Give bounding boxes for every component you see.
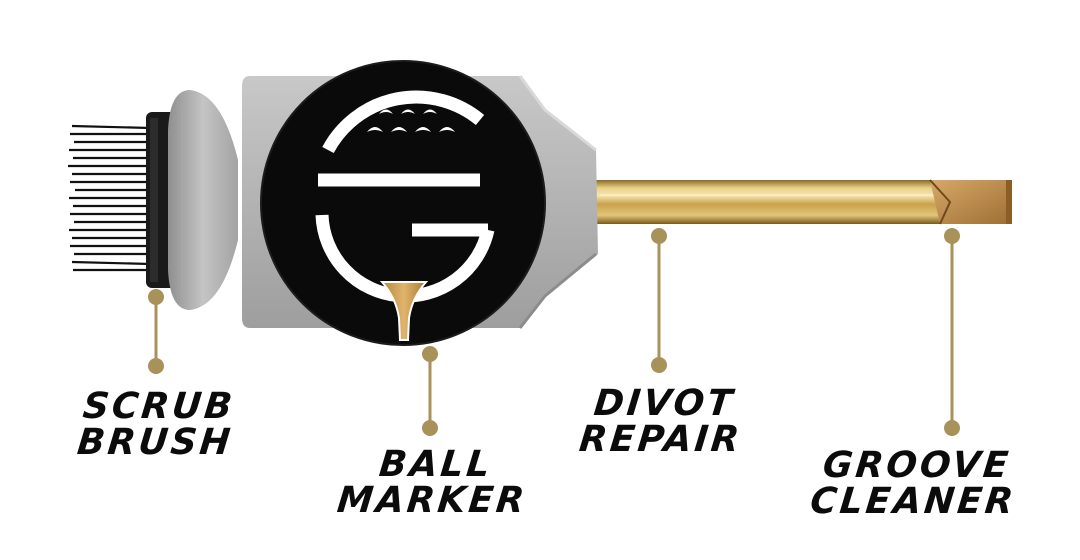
label-groove-cleaner-line2: CLEANER — [808, 481, 1018, 522]
tee-icon — [379, 281, 429, 341]
label-ball-marker-line1: BALL — [377, 444, 495, 485]
callout-groove-cleaner — [944, 228, 960, 436]
scrub-brush-bristles — [68, 124, 151, 272]
label-divot-repair-line2: REPAIR — [577, 419, 745, 460]
label-scrub-brush-line1: SCRUB — [80, 386, 237, 427]
label-scrub-brush-line2: BRUSH — [75, 422, 236, 463]
brush-knob — [168, 90, 238, 310]
groove-cleaner-tip — [929, 179, 1012, 225]
label-ball-marker-line2: MARKER — [335, 480, 530, 521]
label-groove-cleaner-line1: GROOVE — [820, 445, 1013, 486]
divot-repair-rod — [590, 180, 995, 224]
label-divot-repair-line1: DIVOT — [591, 383, 737, 424]
callout-scrub-brush — [148, 289, 164, 374]
label-scrub-brush: SCRUB BRUSH — [48, 386, 266, 463]
callout-ball-marker — [422, 346, 438, 436]
callout-divot-repair — [651, 228, 667, 373]
label-divot-repair: DIVOT REPAIR — [556, 383, 769, 460]
label-groove-cleaner: GROOVE CLEANER — [792, 445, 1038, 522]
golf-ball-dimples-icon — [367, 109, 455, 132]
label-ball-marker: BALL MARKER — [314, 444, 554, 521]
